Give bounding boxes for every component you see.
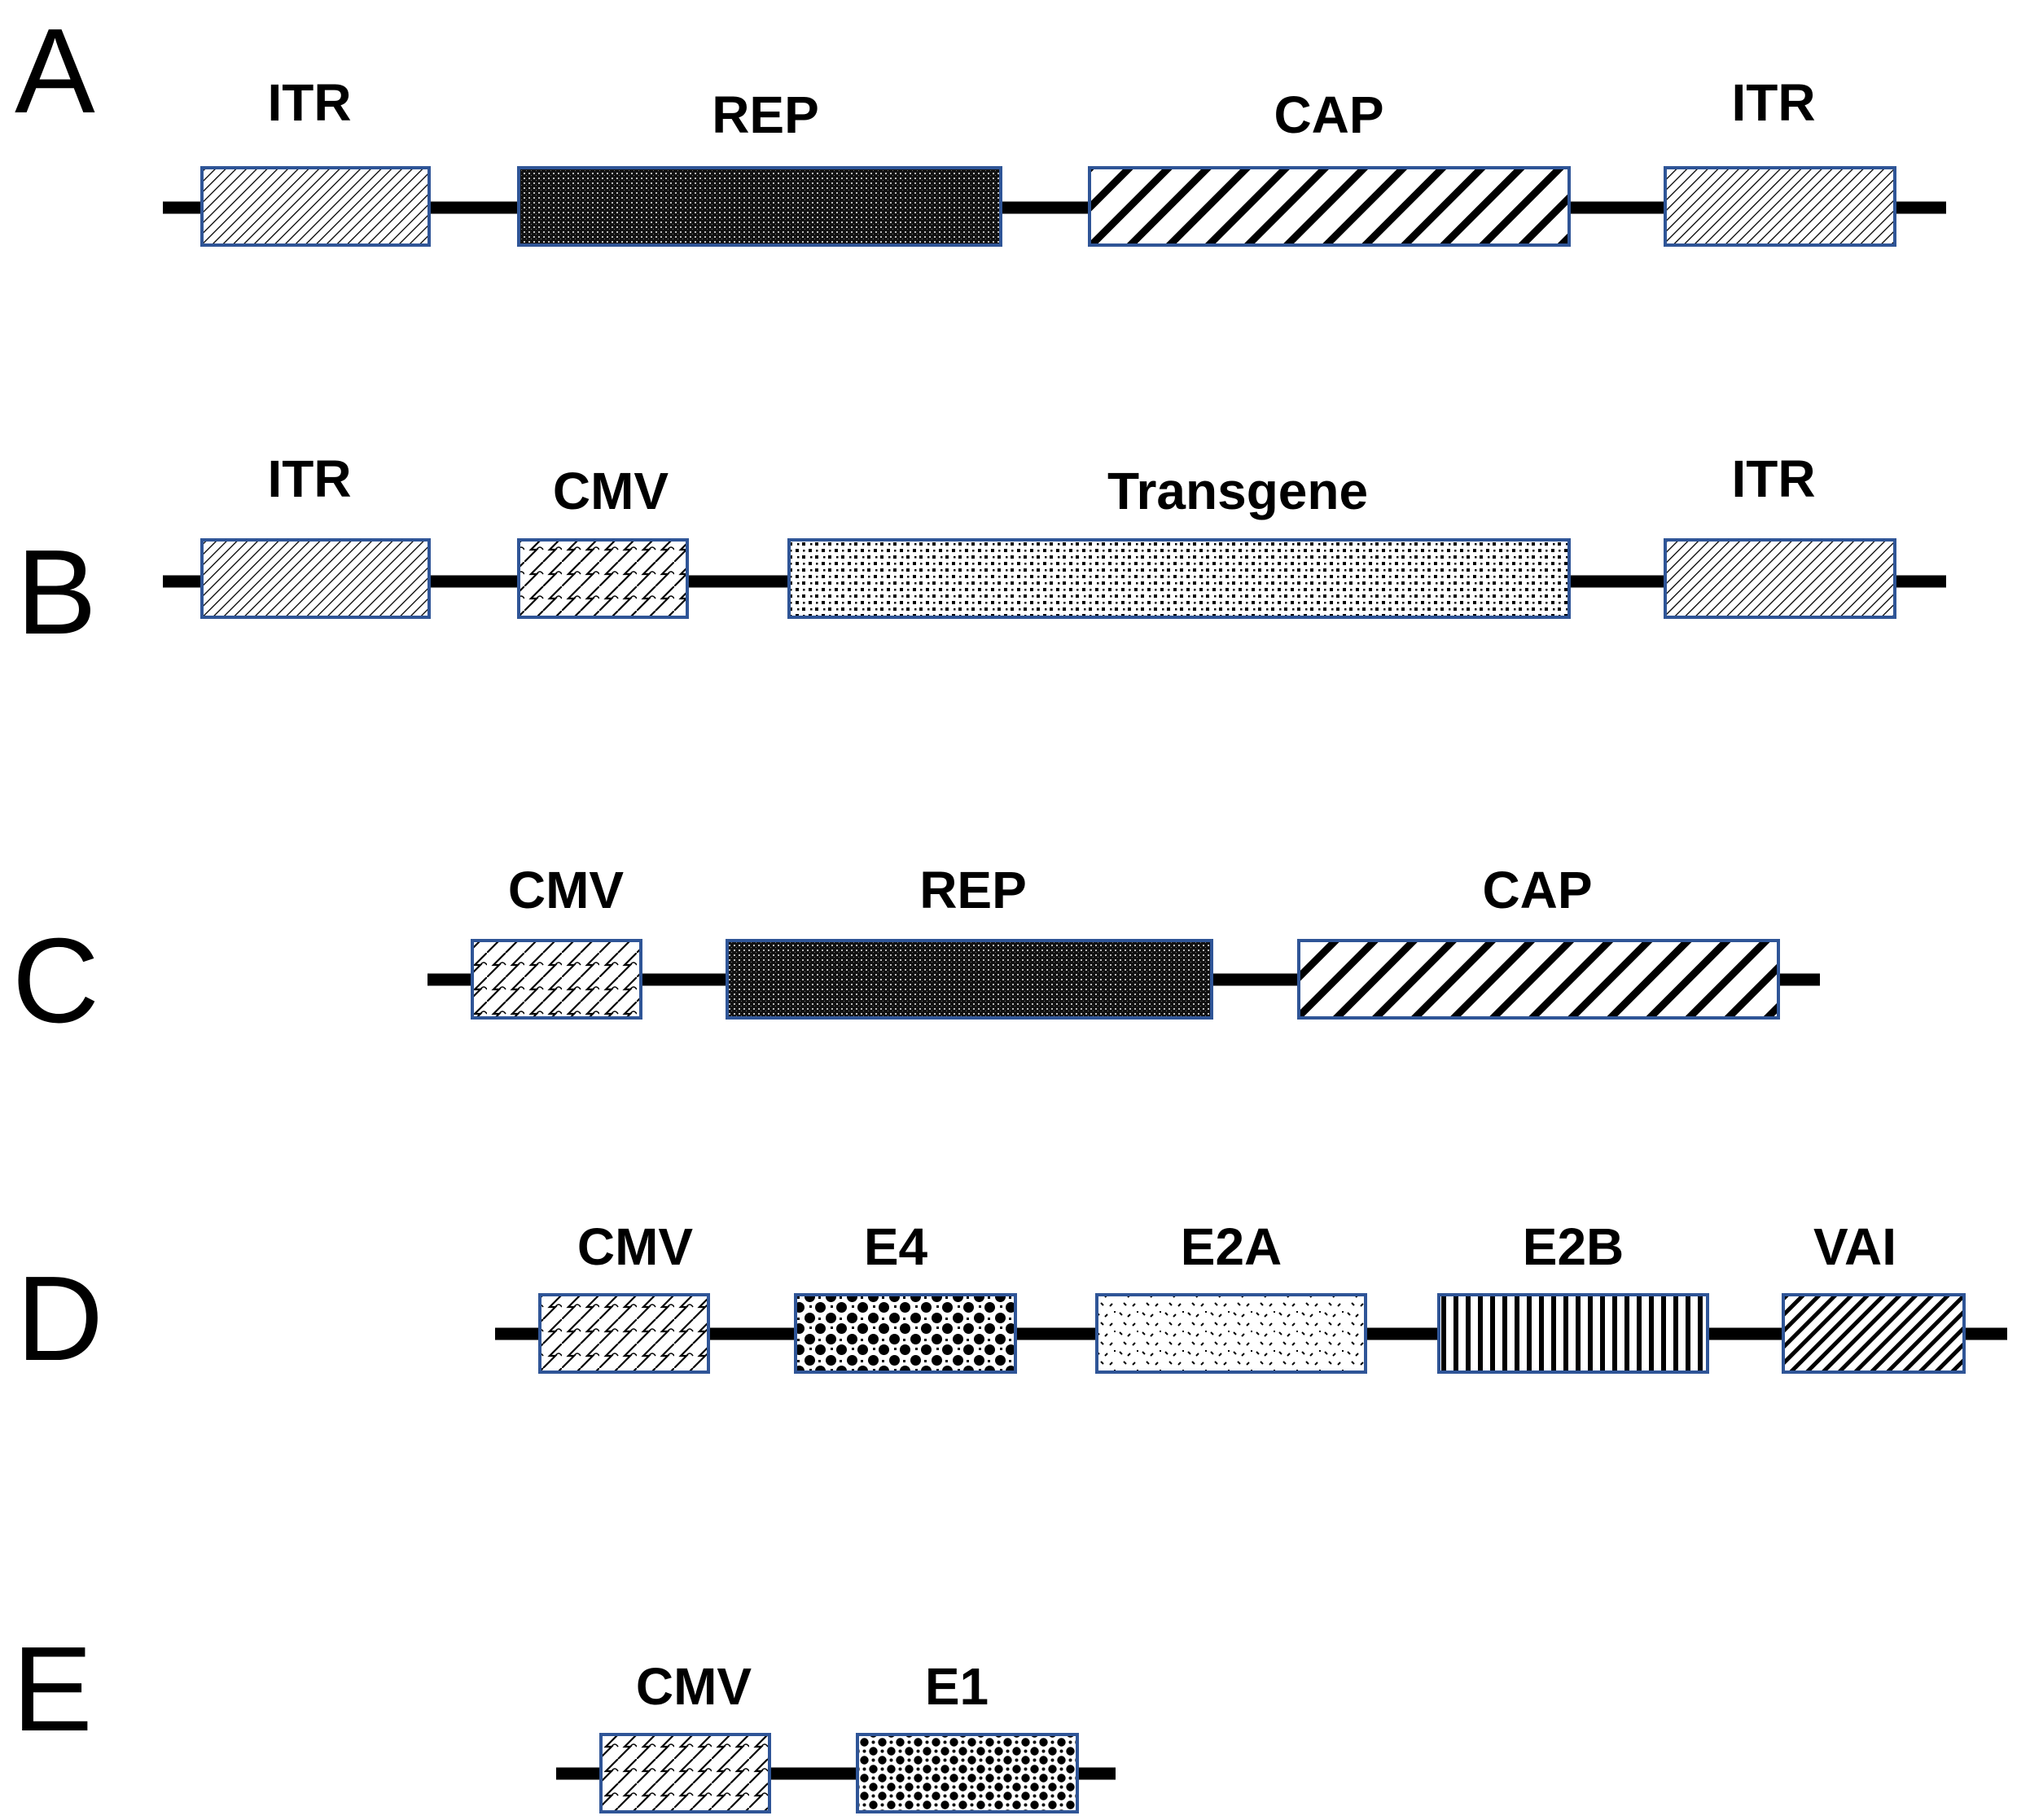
element-label-transgene: Transgene xyxy=(1107,462,1368,520)
cmv-element xyxy=(599,1733,771,1813)
cmv-element xyxy=(538,1293,710,1374)
element-label-e2a: E2A xyxy=(1181,1217,1282,1276)
element-label-itr: ITR xyxy=(1731,450,1815,508)
construct-row-e: E CMV E1 xyxy=(12,1622,1116,1813)
row-letter-b: B xyxy=(16,525,97,660)
cap-element xyxy=(1297,939,1780,1020)
e2b-element xyxy=(1437,1293,1709,1374)
e2a-element xyxy=(1095,1293,1367,1374)
element-label-e1: E1 xyxy=(925,1657,989,1716)
cap-element xyxy=(1088,166,1571,247)
element-label-itr: ITR xyxy=(267,73,351,132)
cmv-element xyxy=(471,939,642,1020)
transgene-element xyxy=(787,538,1571,619)
element-label-cap: CAP xyxy=(1274,86,1383,144)
element-label-cmv: CMV xyxy=(636,1657,752,1716)
construct-row-c: C CMV REP CAP xyxy=(12,861,1820,1048)
element-label-cap: CAP xyxy=(1482,861,1592,919)
rep-element xyxy=(517,166,1002,247)
element-label-rep: REP xyxy=(919,861,1027,919)
construct-row-d: D CMV E4 E2A E2B VAI xyxy=(16,1217,2007,1386)
element-label-cmv: CMV xyxy=(577,1217,694,1276)
element-label-itr: ITR xyxy=(1731,73,1815,132)
itr-element xyxy=(1664,538,1896,619)
row-letter-d: D xyxy=(16,1252,103,1386)
element-label-e2b: E2B xyxy=(1523,1217,1624,1276)
element-label-vai: VAI xyxy=(1813,1217,1896,1276)
element-label-e4: E4 xyxy=(864,1217,928,1276)
itr-element xyxy=(1664,166,1896,247)
itr-element xyxy=(200,166,431,247)
vai-element xyxy=(1782,1293,1966,1374)
element-label-cmv: CMV xyxy=(553,462,669,520)
cmv-element xyxy=(517,538,689,619)
construct-row-a: A ITR REP CAP ITR xyxy=(15,4,1946,247)
element-label-itr: ITR xyxy=(267,450,351,508)
itr-element xyxy=(200,538,431,619)
row-letter-e: E xyxy=(12,1622,93,1756)
row-letter-a: A xyxy=(15,4,95,138)
construct-row-b: B ITR CMV Transgene ITR xyxy=(16,450,1946,660)
rep-element xyxy=(726,939,1213,1020)
element-label-cmv: CMV xyxy=(508,861,625,919)
e1-element xyxy=(856,1733,1079,1813)
e4-element xyxy=(794,1293,1017,1374)
element-label-rep: REP xyxy=(712,86,819,144)
row-letter-c: C xyxy=(12,914,99,1048)
